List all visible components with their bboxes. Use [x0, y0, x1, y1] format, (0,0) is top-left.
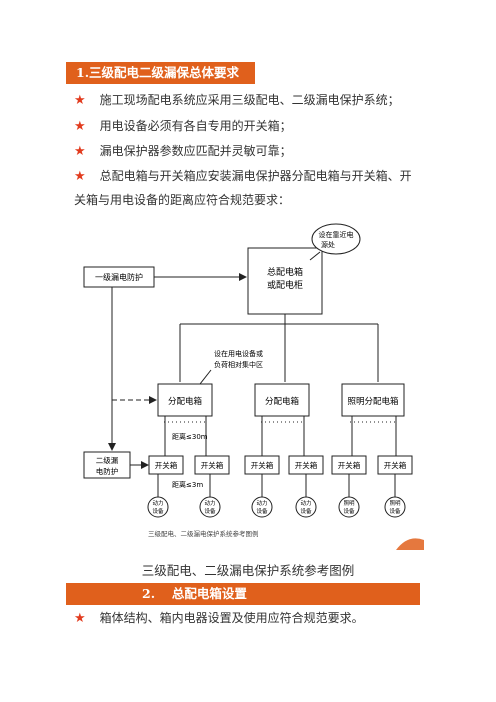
device-4-line2: 设备: [300, 507, 312, 515]
star-icon: ★: [74, 611, 86, 626]
diagram-inner-caption: 三级配电、二级漏电保护系统参考图例: [148, 529, 259, 538]
level1-protect-label: 一级漏电防护: [95, 272, 143, 282]
dist-box-2: [254, 383, 310, 417]
star-icon: ★: [74, 93, 86, 108]
main-box-label-2: 或配电柜: [267, 279, 303, 291]
star-icon: ★: [74, 119, 86, 134]
level2-protect-line2: 电防护: [96, 466, 119, 476]
dist-box-1: [157, 383, 213, 417]
dist-box-2-label: 分配电箱: [265, 396, 300, 407]
device-1-line1: 动力: [152, 499, 163, 507]
device-1-line2: 设备: [152, 507, 164, 515]
section2-title: 2. 总配电箱设置: [66, 583, 420, 605]
device-2-line1: 动力: [204, 499, 215, 507]
switch-box-3: 开关箱: [251, 460, 274, 470]
switch-box-2: 开关箱: [201, 460, 224, 470]
device-4-line1: 动力: [300, 499, 311, 507]
bullet-3: ★漏电保护器参数应匹配并灵敏可靠；: [74, 144, 292, 159]
callout-mid-line1: 设在用电设备或: [214, 349, 263, 358]
device-5-line2: 设备: [343, 507, 355, 515]
dist-box-3-label: 照明分配电箱: [347, 396, 399, 407]
switch-box-4: 开关箱: [295, 460, 318, 470]
device-2-line2: 设备: [204, 507, 216, 515]
switch-box-1: 开关箱: [155, 460, 178, 470]
figure-caption: 三级配电、二级漏电保护系统参考图例: [141, 563, 355, 578]
main-box-label-1: 总配电箱: [267, 266, 303, 278]
switch-box-5: 开关箱: [338, 460, 361, 470]
section1-title: 1.三级配电二级漏保总体要求: [66, 62, 255, 84]
device-6-line1: 照明: [389, 500, 401, 507]
corner-ornament: [396, 538, 424, 550]
bullet-4: ★总配电箱与开关箱应安装漏电保护器分配电箱与开关箱、开: [74, 169, 412, 184]
level2-protect-line1: 二级漏: [96, 455, 119, 465]
star-icon: ★: [74, 169, 86, 184]
callout-top: [311, 223, 361, 255]
section2-bullet-1: ★箱体结构、箱内电器设置及使用应符合规范要求。: [74, 611, 364, 626]
callout-top-line1: 设在靠近电: [319, 230, 354, 239]
callout-top-line2: 源处: [321, 240, 335, 249]
device-5-line1: 照明: [343, 500, 355, 507]
main-box: [247, 247, 323, 315]
callout-mid-line2: 负荷相对集中区: [214, 360, 263, 369]
devices: 动力 设备 动力 设备 动力 设备 动力 设备 照明 设备 照明 设备: [147, 496, 406, 518]
level2-protect-box: [83, 451, 131, 479]
distance-3m-label: 距离≤3m: [172, 480, 203, 489]
dist-box-3: [341, 383, 405, 417]
bullet-2: ★用电设备必须有各自专用的开关箱；: [74, 119, 292, 134]
switch-box-6: 开关箱: [384, 460, 407, 470]
dist-box-1-label: 分配电箱: [168, 396, 203, 407]
star-icon: ★: [74, 144, 86, 159]
device-3-line2: 设备: [256, 507, 268, 515]
distance-30m-label: 距离≤30m: [172, 432, 208, 441]
device-6-line2: 设备: [389, 507, 401, 515]
device-3-line1: 动力: [256, 499, 267, 507]
bullet-4-cont: 关箱与用电设备的距离应符合规范要求：: [74, 193, 291, 207]
switch-boxes: 开关箱 开关箱 开关箱 开关箱 开关箱 开关箱: [148, 455, 413, 475]
distribution-diagram: 总配电箱 或配电柜 设在靠近电 源处 一级漏电防护 设在用电设备或 负荷相对集中…: [83, 223, 424, 550]
bullet-1: ★施工现场配电系统应采用三级配电、二级漏电保护系统；: [74, 93, 400, 108]
